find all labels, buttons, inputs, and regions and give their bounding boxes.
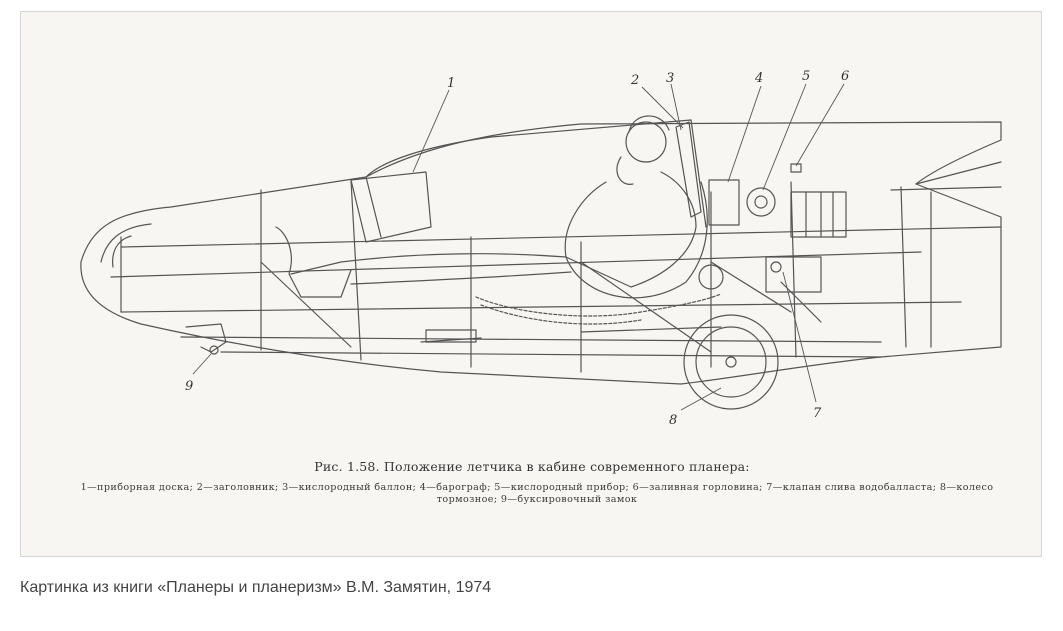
tow-hook <box>185 323 227 353</box>
brace-1 <box>260 261 352 348</box>
pilot-head <box>625 121 667 163</box>
figure-frame: 1 2 3 4 5 6 7 8 9 Рис. 1.58. Положение л… <box>20 11 1042 557</box>
callout-4: 4 <box>754 71 763 86</box>
pulley <box>698 264 724 290</box>
headrest <box>675 121 702 218</box>
pilot-lower-legs <box>350 271 572 285</box>
filler-neck <box>790 163 802 173</box>
callout-7: 7 <box>813 406 822 421</box>
canopy-frame-front <box>365 176 382 238</box>
brace-2 <box>580 261 712 353</box>
brake-wheel <box>683 314 779 410</box>
barograph-box <box>708 179 740 226</box>
pedal-assembly <box>275 226 352 298</box>
mid-longeron <box>110 251 922 278</box>
oxygen-device-inner <box>754 195 768 209</box>
fuselage-outline <box>80 121 1002 385</box>
figure-legend: 1—приборная доска; 2—заголовник; 3—кисло… <box>80 482 994 505</box>
pilot-legs <box>290 253 567 275</box>
instrument-panel-shape <box>350 171 432 243</box>
upper-longeron <box>120 226 1002 248</box>
control-hose-2 <box>480 304 642 325</box>
callout-3: 3 <box>666 71 674 86</box>
pilot-seat <box>565 181 708 299</box>
callout-6: 6 <box>841 69 849 84</box>
glider-cockpit-diagram: 1 2 3 4 5 6 7 8 9 <box>80 69 1002 428</box>
canopy-outline <box>365 119 692 178</box>
equipment-rack <box>790 191 847 238</box>
frame-8 <box>900 186 907 348</box>
oxygen-device <box>746 187 776 217</box>
ballast-valve-box <box>765 256 822 293</box>
callout-1: 1 <box>447 76 455 91</box>
brace-3 <box>710 261 792 313</box>
nose-inner-line <box>100 223 152 263</box>
canopy-frame-rear <box>690 119 707 228</box>
brake-wheel-hub <box>695 326 767 398</box>
pilot-torso <box>564 171 697 288</box>
frame-3 <box>350 179 362 361</box>
lower-longeron <box>120 301 962 313</box>
callout-8: 8 <box>669 413 677 428</box>
callout-5: 5 <box>802 69 810 84</box>
nose-ring <box>112 235 132 268</box>
control-hose <box>475 293 722 317</box>
pilot-helmet <box>628 115 670 133</box>
figure-title: Рис. 1.58. Положение летчика в кабине со… <box>314 459 750 474</box>
image-caption: Картинка из книги «Планеры и планеризм» … <box>20 579 492 596</box>
floor-line <box>180 336 882 343</box>
callout-2: 2 <box>630 73 639 88</box>
keel-line <box>220 351 882 358</box>
callout-9: 9 <box>185 379 193 394</box>
pilot-mask <box>616 156 634 185</box>
frame-7 <box>790 181 797 358</box>
